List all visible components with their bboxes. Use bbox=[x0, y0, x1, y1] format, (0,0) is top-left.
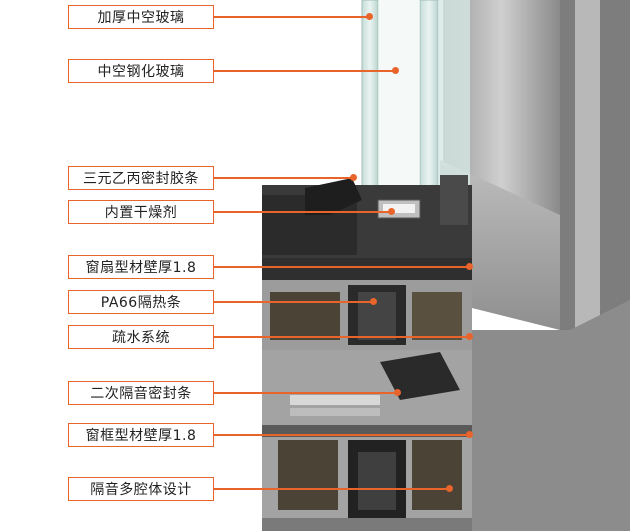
callout-dot bbox=[350, 174, 357, 181]
callout-dot bbox=[370, 298, 377, 305]
callout-dot bbox=[388, 208, 395, 215]
callout-leader-line bbox=[214, 301, 374, 303]
callout-leader-line bbox=[214, 336, 470, 338]
callout-dot bbox=[466, 263, 473, 270]
frame-chamber-left bbox=[278, 440, 338, 510]
callout-leader-line bbox=[214, 211, 392, 213]
callout-leader-line bbox=[214, 16, 370, 18]
callout-label-frame-wall-thickness: 窗框型材壁厚1.8 bbox=[68, 423, 214, 447]
callout-dot bbox=[466, 333, 473, 340]
callout-leader-line bbox=[214, 392, 398, 394]
frame-chamber-right bbox=[412, 440, 462, 510]
callout-leader-line bbox=[214, 488, 450, 490]
callout-label-laminated-insulated-glass: 加厚中空玻璃 bbox=[68, 5, 214, 29]
spacer-inner bbox=[383, 204, 415, 213]
callout-leader-line bbox=[214, 177, 354, 179]
chamber-right bbox=[412, 292, 462, 340]
callout-leader-line bbox=[214, 434, 470, 436]
secondary-gasket bbox=[380, 352, 460, 400]
callout-dot bbox=[446, 485, 453, 492]
callout-label-tempered-insulated-glass: 中空钢化玻璃 bbox=[68, 59, 214, 83]
callout-dot bbox=[466, 431, 473, 438]
sill-strip-2 bbox=[290, 408, 380, 416]
callout-leader-line bbox=[214, 70, 396, 72]
chamber-left bbox=[270, 292, 340, 340]
callout-label-drainage-system: 疏水系统 bbox=[68, 325, 214, 349]
callout-dot bbox=[366, 13, 373, 20]
thermal-break-core bbox=[358, 292, 396, 340]
callout-leader-line bbox=[214, 266, 470, 268]
callout-label-sash-wall-thickness: 窗扇型材壁厚1.8 bbox=[68, 255, 214, 279]
sash-wall bbox=[262, 258, 472, 280]
frame-top-face bbox=[440, 300, 630, 531]
callout-label-multi-chamber-design: 隔音多腔体设计 bbox=[68, 477, 214, 501]
callout-label-secondary-acoustic-seal: 二次隔音密封条 bbox=[68, 381, 214, 405]
frame-bottom-edge bbox=[262, 518, 472, 531]
sill-strip bbox=[290, 395, 380, 405]
callout-label-pa66-thermal-break: PA66隔热条 bbox=[68, 290, 214, 314]
glazing-bead bbox=[305, 178, 362, 215]
sash-lip bbox=[440, 175, 468, 225]
callout-label-epdm-gasket: 三元乙丙密封胶条 bbox=[68, 166, 214, 190]
callout-dot bbox=[392, 67, 399, 74]
callout-dot bbox=[394, 389, 401, 396]
callout-label-desiccant: 内置干燥剂 bbox=[68, 200, 214, 224]
thermal-break-lower-core bbox=[358, 452, 396, 510]
